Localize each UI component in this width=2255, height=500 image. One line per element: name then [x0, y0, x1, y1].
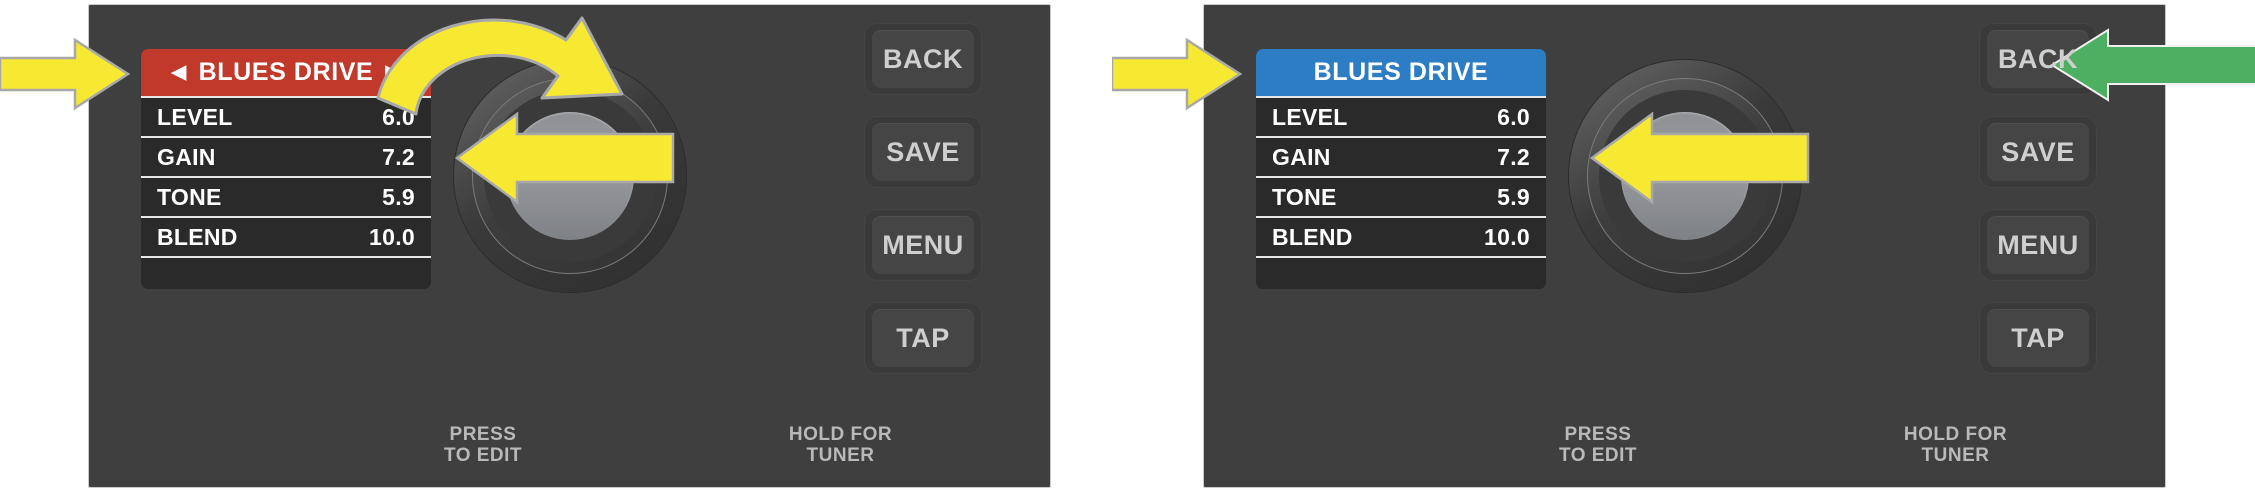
param-value: 6.0 — [1497, 103, 1530, 130]
back-button-label: BACK — [1998, 43, 2078, 74]
tap-button[interactable]: TAP — [1979, 302, 2097, 374]
preset-display-right[interactable]: BLUES DRIVE LEVEL 6.0 GAIN 7.2 TONE 5.9 … — [1256, 49, 1546, 289]
param-label: GAIN — [157, 143, 216, 170]
annotation-arrow-knob-right — [1590, 112, 1810, 204]
param-row[interactable]: TONE 5.9 — [141, 176, 431, 216]
menu-button[interactable]: MENU — [1979, 209, 2097, 281]
device-panel-right: BLUES DRIVE LEVEL 6.0 GAIN 7.2 TONE 5.9 … — [1203, 4, 2166, 488]
prev-preset-icon[interactable]: ◀ — [171, 62, 187, 83]
save-button[interactable]: SAVE — [1979, 116, 2097, 188]
tap-button-label: TAP — [2011, 322, 2065, 353]
param-row[interactable]: BLEND 10.0 — [141, 216, 431, 256]
param-row[interactable]: TONE 5.9 — [1256, 176, 1546, 216]
annotation-arrow-rotate-knob — [376, 16, 624, 116]
param-row[interactable]: LEVEL 6.0 — [141, 96, 431, 136]
param-row-empty — [141, 256, 431, 289]
back-button[interactable]: BACK — [864, 23, 982, 95]
save-button-label: SAVE — [2001, 136, 2075, 167]
menu-button-label: MENU — [882, 229, 964, 260]
param-row[interactable]: GAIN 7.2 — [141, 136, 431, 176]
param-value: 5.9 — [1497, 183, 1530, 210]
menu-button[interactable]: MENU — [864, 209, 982, 281]
param-value: 7.2 — [1497, 143, 1530, 170]
preset-name-left: BLUES DRIVE — [198, 58, 374, 86]
param-value: 10.0 — [1484, 223, 1530, 250]
tap-button[interactable]: TAP — [864, 302, 982, 374]
annotation-arrow-back-button — [2050, 28, 2255, 102]
tap-button-label: TAP — [896, 322, 950, 353]
param-row[interactable]: LEVEL 6.0 — [1256, 96, 1546, 136]
param-label: BLEND — [1272, 223, 1353, 250]
back-button-label: BACK — [883, 43, 963, 74]
param-row[interactable]: GAIN 7.2 — [1256, 136, 1546, 176]
param-label: BLEND — [157, 223, 238, 250]
annotation-arrow-preset-left — [0, 38, 130, 110]
param-value: 5.9 — [382, 183, 415, 210]
button-column-right: BACK SAVE MENU TAP — [1979, 23, 2129, 379]
param-label: TONE — [1272, 183, 1337, 210]
param-value: 10.0 — [369, 223, 415, 250]
preset-header-right[interactable]: BLUES DRIVE — [1256, 49, 1546, 96]
button-column-left: BACK SAVE MENU TAP — [864, 23, 1014, 379]
param-row[interactable]: BLEND 10.0 — [1256, 216, 1546, 256]
param-label: TONE — [157, 183, 222, 210]
annotation-arrow-preset-right — [1112, 38, 1242, 110]
save-button[interactable]: SAVE — [864, 116, 982, 188]
annotation-arrow-knob-left — [455, 112, 675, 204]
param-label: LEVEL — [1272, 103, 1348, 130]
param-row-empty — [1256, 256, 1546, 289]
param-value: 7.2 — [382, 143, 415, 170]
param-label: LEVEL — [157, 103, 233, 130]
param-label: GAIN — [1272, 143, 1331, 170]
save-button-label: SAVE — [886, 136, 960, 167]
preset-name-right: BLUES DRIVE — [1313, 58, 1489, 86]
menu-button-label: MENU — [1997, 229, 2079, 260]
